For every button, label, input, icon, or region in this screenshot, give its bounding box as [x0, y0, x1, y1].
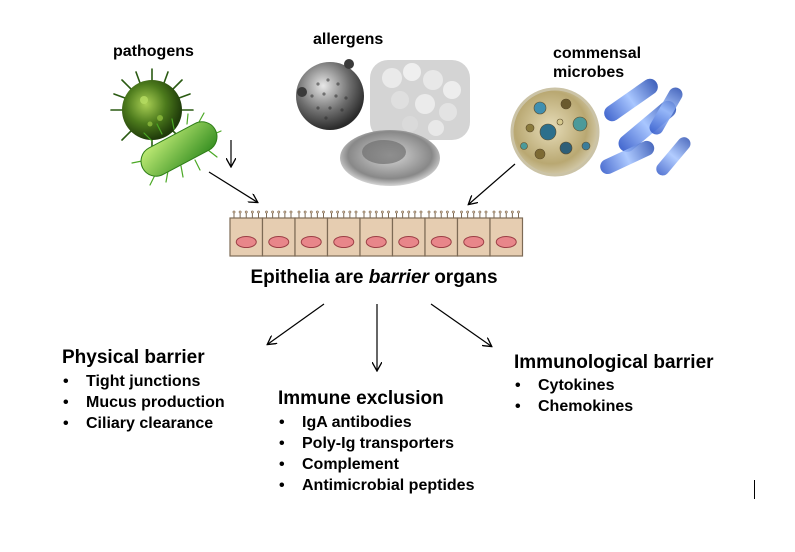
- epithelial-cell: [326, 210, 361, 257]
- epithelial-cell: [424, 210, 459, 257]
- epithelial-cell: [489, 210, 524, 257]
- list-item: Cytokines: [514, 375, 633, 396]
- central-statement-emphasis: barrier: [368, 267, 429, 288]
- physical-barrier-title: Physical barrier: [62, 347, 205, 368]
- commensal-label-line2: microbes: [553, 64, 625, 81]
- list-item: Antimicrobial peptides: [278, 475, 474, 496]
- nucleus-icon: [463, 236, 485, 248]
- nucleus-icon: [495, 236, 517, 248]
- pathogens-label: pathogens: [113, 43, 194, 60]
- immunological-barrier-list: Cytokines Chemokines: [514, 375, 633, 417]
- allergens-label: allergens: [313, 31, 384, 48]
- list-item: Mucus production: [62, 392, 225, 413]
- nucleus-icon: [300, 236, 322, 248]
- epithelial-cell: [359, 210, 394, 257]
- pathogens-image: [110, 68, 222, 186]
- nucleus-icon: [365, 236, 387, 248]
- list-item: Complement: [278, 454, 474, 475]
- immunological-barrier-title: Immunological barrier: [514, 352, 714, 373]
- central-statement-suffix: organs: [428, 267, 498, 288]
- epithelial-cell: [456, 210, 491, 257]
- list-item: Poly-Ig transporters: [278, 433, 474, 454]
- list-item: Ciliary clearance: [62, 413, 225, 434]
- nucleus-icon: [398, 236, 420, 248]
- epithelial-cell: [261, 210, 296, 257]
- epithelium-layer: [229, 210, 524, 257]
- nucleus-icon: [333, 236, 355, 248]
- commensal-label-line1: commensal: [553, 45, 642, 62]
- bacterium-icon: [131, 112, 222, 186]
- text-cursor: [754, 480, 755, 499]
- epithelial-cell: [229, 210, 264, 257]
- physical-barrier-list: Tight junctions Mucus production Ciliary…: [62, 371, 225, 434]
- nucleus-icon: [235, 236, 257, 248]
- commensal-microbes-image: [510, 78, 691, 177]
- epithelial-cell: [294, 210, 329, 257]
- virus-icon: [110, 68, 194, 152]
- immune-exclusion-list: IgA antibodies Poly-Ig transporters Comp…: [278, 412, 474, 496]
- nucleus-icon: [430, 236, 452, 248]
- nucleus-icon: [268, 236, 290, 248]
- immune-exclusion-title: Immune exclusion: [278, 388, 444, 409]
- epithelial-cell: [391, 210, 426, 257]
- commensal-microbes-label: commensal microbes: [553, 44, 641, 82]
- rod-bacteria-icon: [600, 78, 691, 176]
- central-statement: Epithelia are barrier organs: [0, 266, 748, 290]
- list-item: Chemokines: [514, 396, 633, 417]
- allergens-image: [296, 59, 470, 186]
- pollen-icon: [296, 62, 364, 130]
- list-item: IgA antibodies: [278, 412, 474, 433]
- central-statement-prefix: Epithelia are: [250, 267, 369, 288]
- list-item: Tight junctions: [62, 371, 225, 392]
